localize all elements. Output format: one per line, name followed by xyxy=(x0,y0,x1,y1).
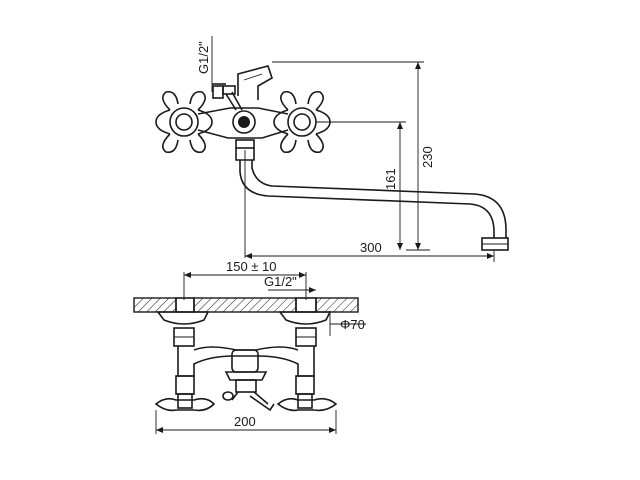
spout-reach-label: 300 xyxy=(360,240,382,255)
wall-section-middle xyxy=(193,297,297,313)
right-handle-front xyxy=(276,375,338,412)
thread-top-label: G1/2" xyxy=(196,41,211,74)
spout xyxy=(235,139,509,251)
right-cross-handle xyxy=(273,90,331,154)
height-161-label: 161 xyxy=(383,168,398,190)
thread-bottom-label: G1/2" xyxy=(264,274,297,289)
left-handle-front xyxy=(154,375,216,412)
flange-diameter-label: Φ70 xyxy=(340,317,365,332)
height-230-label: 230 xyxy=(420,146,435,168)
front-view: 150 ± 10 G1/2" Φ70 xyxy=(133,259,366,434)
center-distance-label: 150 ± 10 xyxy=(226,259,277,274)
wall-section-left xyxy=(133,297,177,313)
overall-width-label: 200 xyxy=(234,414,256,429)
left-cross-handle xyxy=(155,90,213,154)
faucet-body xyxy=(197,65,289,139)
wall-section-right xyxy=(315,297,359,313)
side-view: G1/2" 230 161 300 xyxy=(155,36,509,262)
